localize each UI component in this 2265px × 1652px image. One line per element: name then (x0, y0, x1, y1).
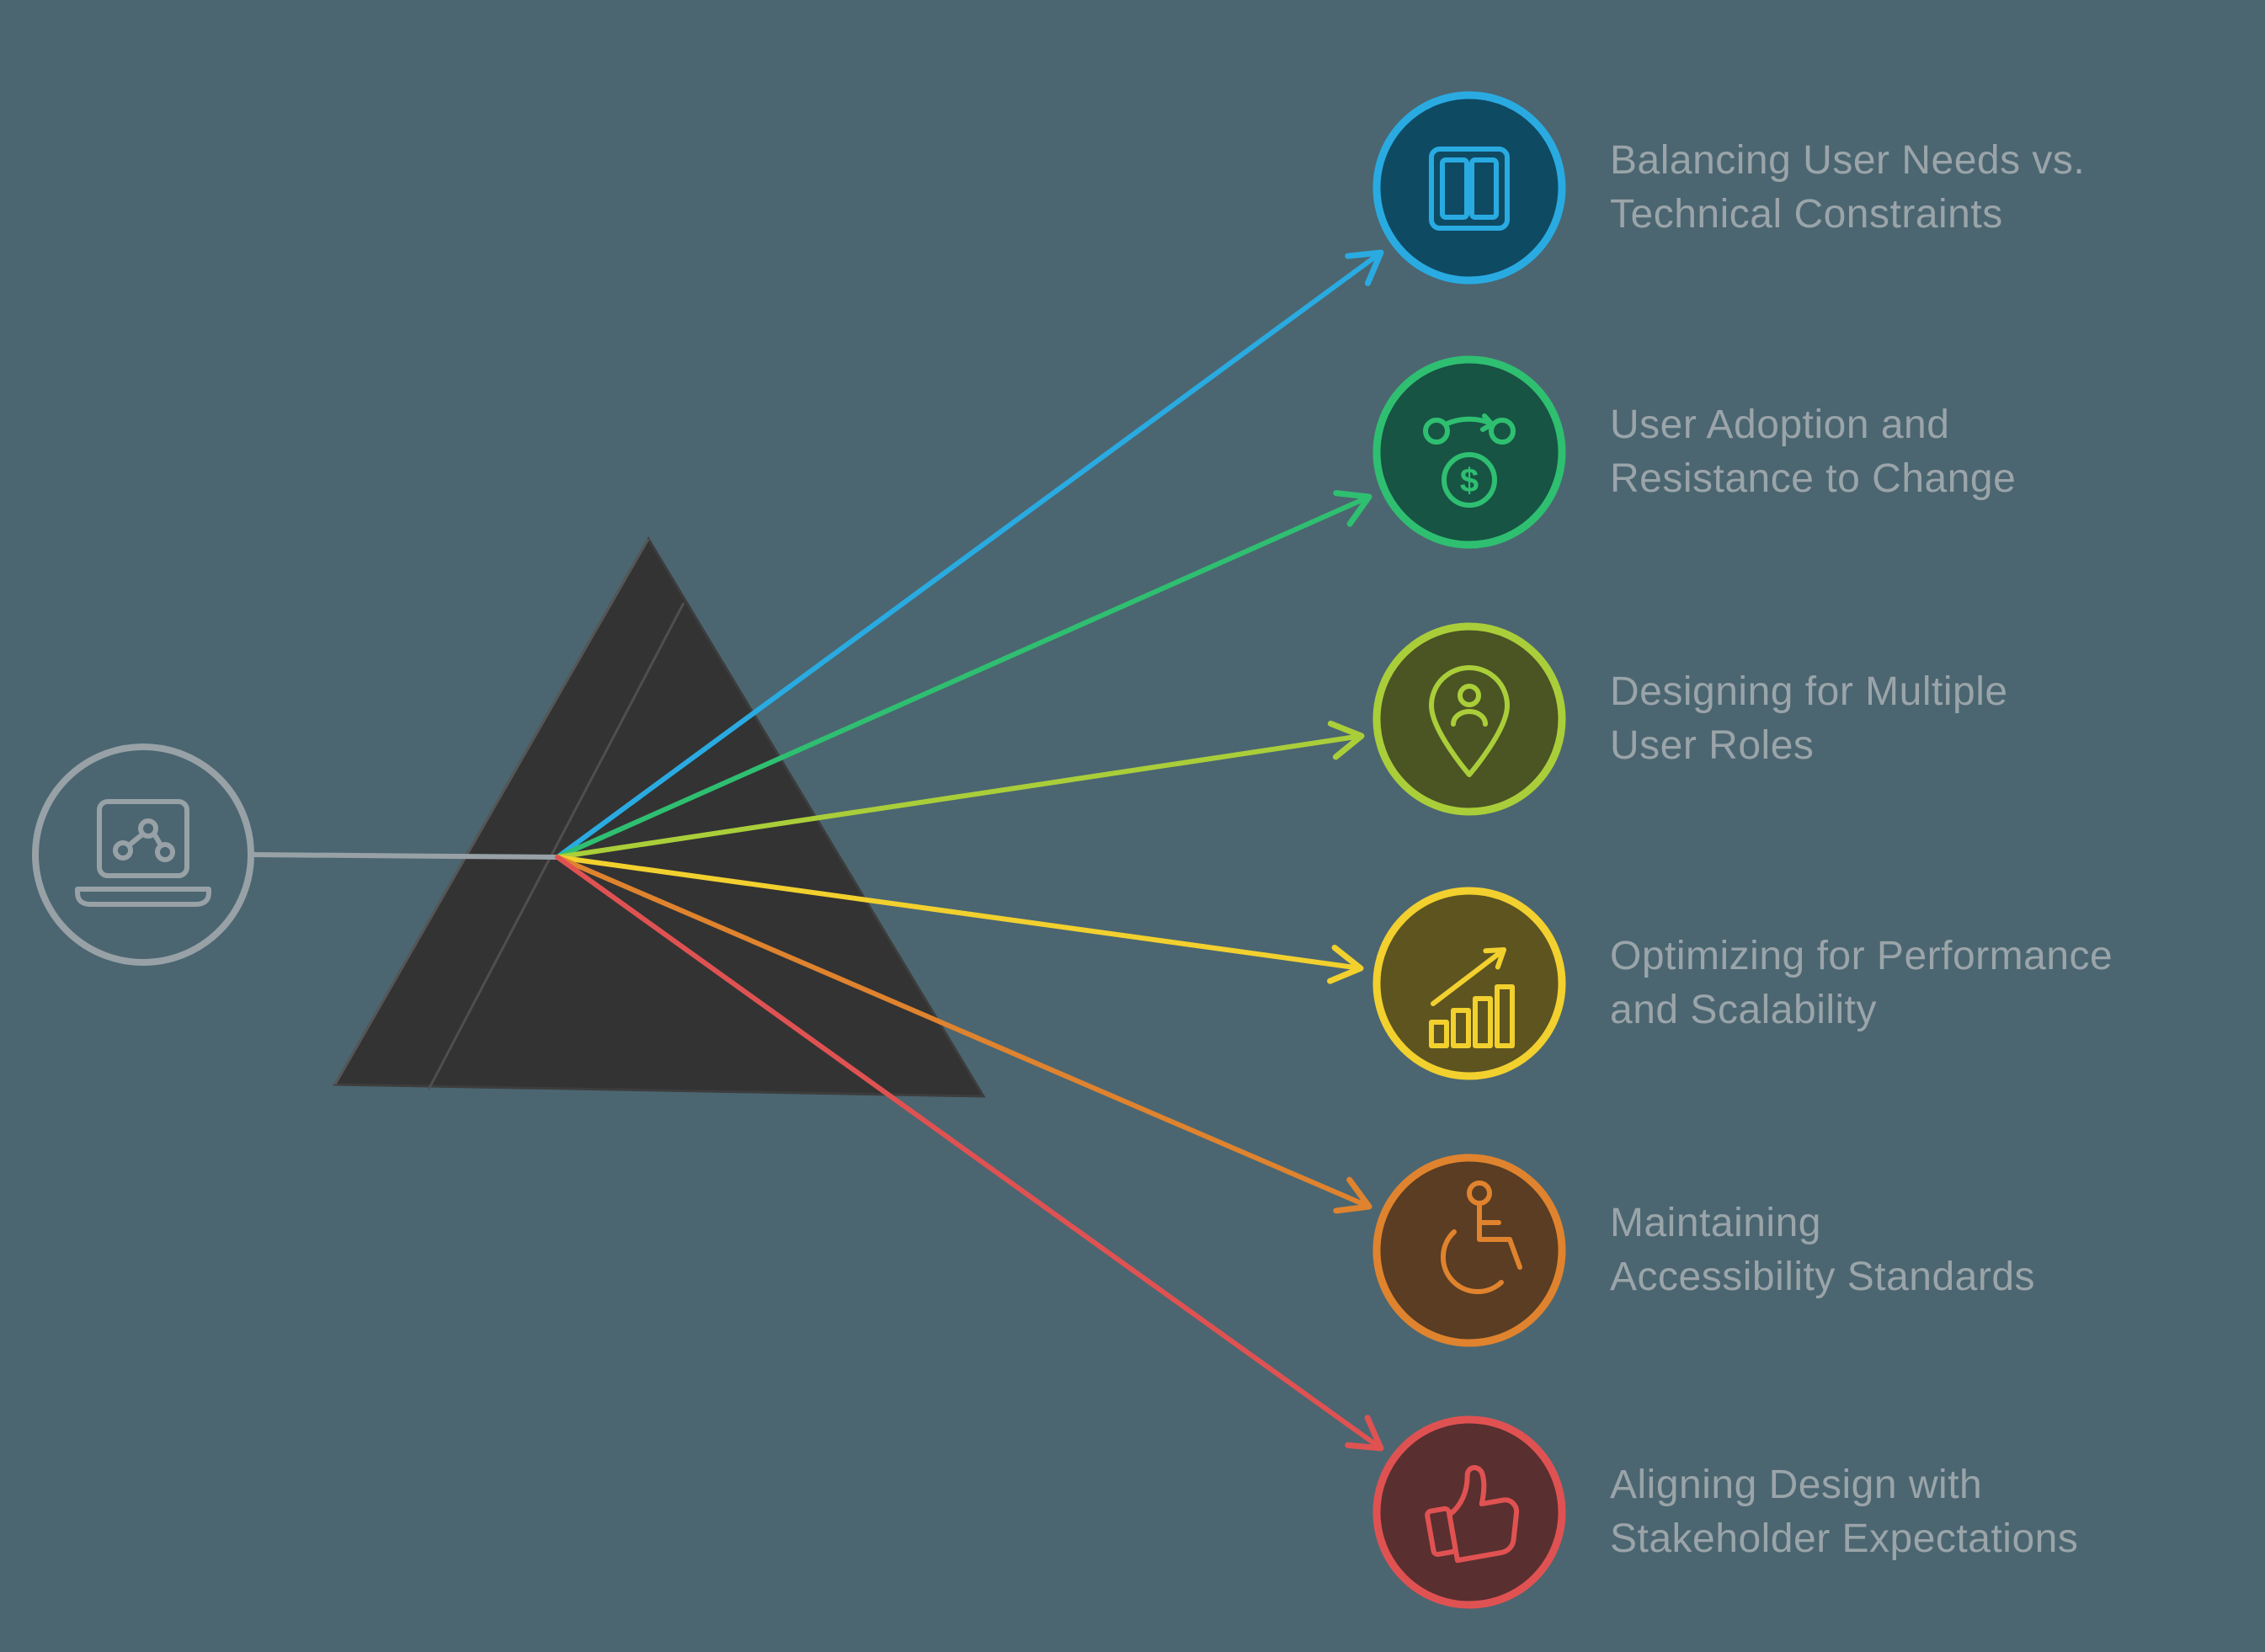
arrowhead (1327, 945, 1364, 984)
ray-adoption (555, 490, 1372, 860)
ray-roles (555, 720, 1365, 860)
node-stakeholder (1372, 1415, 1566, 1609)
node-roles (1372, 622, 1566, 816)
prism-left-edge (333, 538, 650, 1085)
label-line: Balancing User Needs vs. (1610, 138, 2086, 183)
label-line: Technical Constraints (1610, 192, 2003, 237)
label-roles: Designing for Multiple User Roles (1610, 665, 2250, 773)
laptop-share-icon (75, 799, 211, 907)
arrowhead (1327, 720, 1365, 760)
ray-accessibility (555, 855, 1372, 1214)
split-columns-icon (1429, 147, 1510, 231)
prism-body (333, 536, 986, 1098)
node-circle (1372, 1415, 1566, 1609)
label-line: Optimizing for Performance (1610, 934, 2113, 978)
dollar-glyph: $ (1460, 462, 1479, 499)
label-line: Resistance to Change (1610, 456, 2017, 501)
node-balancing (1372, 91, 1566, 285)
node-adoption: $ (1372, 355, 1566, 549)
thumbs-up-icon (1425, 1465, 1520, 1564)
node-circle (1372, 887, 1566, 1080)
label-stakeholder: Aligning Design with Stakeholder Expecta… (1610, 1458, 2250, 1566)
label-performance: Optimizing for Performance and Scalabili… (1610, 930, 2250, 1037)
node-performance (1372, 887, 1566, 1080)
label-line: Stakeholder Expectations (1610, 1516, 2079, 1561)
accessibility-icon (1441, 1180, 1522, 1295)
ray-performance (555, 855, 1364, 984)
ray-stakeholder (555, 855, 1384, 1452)
label-line: Designing for Multiple (1610, 669, 2008, 714)
label-accessibility: Maintaining Accessibility Standards (1610, 1196, 2250, 1304)
growth-chart-icon (1429, 947, 1515, 1048)
label-line: Maintaining (1610, 1201, 1821, 1245)
label-line: User Roles (1610, 723, 1815, 768)
ray-balancing (555, 249, 1384, 860)
money-cycle-icon (1423, 413, 1516, 508)
user-location-pin-icon (1429, 665, 1510, 777)
arrowhead (1345, 1415, 1384, 1452)
label-line: User Adoption and (1610, 402, 1950, 447)
node-circle (1372, 1154, 1566, 1347)
source-node (32, 743, 254, 966)
label-line: Aligning Design with (1610, 1463, 1983, 1507)
arrowhead (1345, 249, 1384, 286)
arrowhead (1333, 1176, 1372, 1214)
label-balancing: Balancing User Needs vs. Technical Const… (1610, 134, 2250, 242)
label-adoption: User Adoption and Resistance to Change (1610, 398, 2250, 506)
node-circle (1372, 622, 1566, 816)
prism-ridge-edge (427, 602, 685, 1090)
light-rays (555, 249, 1384, 1452)
prism (333, 536, 986, 1098)
source-circle (32, 743, 254, 966)
item-nodes: $ (1372, 91, 1566, 1609)
node-accessibility (1372, 1154, 1566, 1347)
arrowhead (1333, 490, 1372, 527)
label-line: Accessibility Standards (1610, 1255, 2036, 1299)
source-connector-line (250, 852, 558, 860)
label-line: and Scalability (1610, 988, 1878, 1032)
